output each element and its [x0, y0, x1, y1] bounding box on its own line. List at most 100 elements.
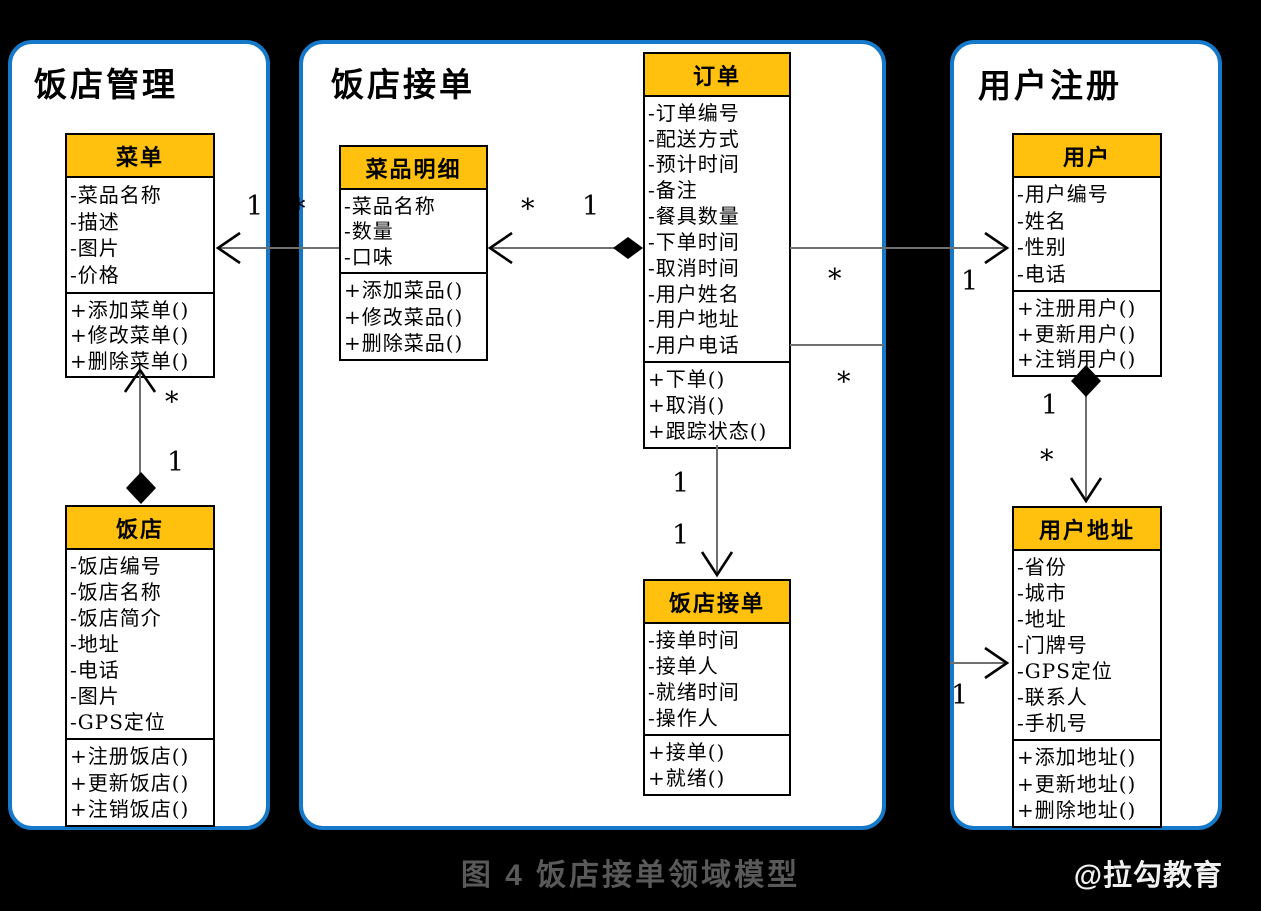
class-member: +接单()	[648, 740, 726, 764]
class-member: -接单时间	[648, 628, 740, 652]
class-user-address-attributes: -省份-城市-地址-门牌号-GPS定位-联系人-手机号	[1014, 551, 1160, 741]
class-member: -省份	[1017, 555, 1067, 579]
class-member: +取消()	[648, 393, 726, 417]
class-member: +跟踪状态()	[648, 419, 768, 443]
class-order: 订单 -订单编号-配送方式-预计时间-备注-餐具数量-下单时间-取消时间-用户姓…	[643, 52, 791, 449]
class-member: -门牌号	[1017, 633, 1088, 657]
class-dish-detail-title: 菜品明细	[341, 147, 486, 190]
class-member: -下单时间	[648, 229, 740, 254]
multiplicity-detail-to-menu-near-detail: *	[292, 194, 306, 225]
class-restaurant-attributes: -饭店编号-饭店名称-饭店简介-地址-电话-图片-GPS定位	[67, 550, 213, 740]
multiplicity-order-to-detail-near-detail: *	[521, 194, 535, 225]
multiplicity-restaurant-to-menu-near-restaurant: 1	[167, 447, 185, 478]
multiplicity-order-to-accept-lower: 1	[672, 520, 690, 551]
multiplicity-order-to-user-near-order: *	[828, 264, 842, 295]
class-member: +添加菜品()	[344, 278, 464, 303]
package-title-restaurant-management: 饭店管理	[34, 66, 178, 103]
class-member: +删除菜单()	[70, 348, 190, 373]
class-member: -操作人	[648, 706, 719, 730]
class-order-methods: +下单()+取消()+跟踪状态()	[645, 363, 789, 447]
class-dish-detail: 菜品明细 -菜品名称-数量-口味 +添加菜品()+修改菜品()+删除菜品()	[339, 145, 488, 361]
class-member: -联系人	[1017, 685, 1088, 709]
class-member: +添加菜单()	[70, 297, 190, 322]
multiplicity-order-to-address-near-order: *	[837, 367, 851, 398]
class-order-attributes: -订单编号-配送方式-预计时间-备注-餐具数量-下单时间-取消时间-用户姓名-用…	[645, 97, 789, 363]
class-order-accept-attributes: -接单时间-接单人-就绪时间-操作人	[645, 624, 789, 736]
class-member: -用户姓名	[648, 281, 740, 306]
class-restaurant-methods: +注册饭店()+更新饭店()+注销饭店()	[67, 740, 213, 825]
class-dish-detail-methods: +添加菜品()+修改菜品()+删除菜品()	[341, 274, 486, 359]
class-user-methods: +注册用户()+更新用户()+注销用户()	[1014, 292, 1160, 375]
class-member: -备注	[648, 178, 698, 203]
class-restaurant-title: 饭店	[67, 507, 213, 550]
class-member: -图片	[70, 236, 120, 261]
class-member: -用户电话	[648, 333, 740, 358]
class-member: +注册饭店()	[70, 744, 190, 769]
class-member: -电话	[1017, 261, 1067, 286]
multiplicity-order-to-detail-near-order: 1	[582, 191, 600, 222]
class-member: +注册用户()	[1017, 295, 1137, 320]
class-member: -数量	[344, 219, 394, 243]
watermark: @拉勾教育	[1073, 860, 1223, 892]
class-menu-methods: +添加菜单()+修改菜单()+删除菜单()	[67, 294, 213, 376]
class-member: -地址	[1017, 607, 1067, 631]
class-order-accept-title: 饭店接单	[645, 581, 789, 624]
class-member: -城市	[1017, 581, 1067, 605]
class-restaurant: 饭店 -饭店编号-饭店名称-饭店简介-地址-电话-图片-GPS定位 +注册饭店(…	[65, 505, 215, 827]
class-member: -配送方式	[648, 126, 740, 151]
multiplicity-order-to-accept-upper: 1	[672, 468, 690, 499]
class-member: +更新地址()	[1017, 771, 1137, 796]
class-member: -性别	[1017, 235, 1067, 260]
class-order-accept-methods: +接单()+就绪()	[645, 736, 789, 794]
multiplicity-user-to-address-near-address: *	[1040, 445, 1054, 476]
class-user: 用户 -用户编号-姓名-性别-电话 +注册用户()+更新用户()+注销用户()	[1012, 133, 1162, 377]
class-member: -GPS定位	[1017, 659, 1113, 683]
class-member: -饭店名称	[70, 580, 162, 604]
class-member: +下单()	[648, 367, 726, 391]
class-member: +修改菜单()	[70, 323, 190, 347]
class-member: +注销饭店()	[70, 796, 190, 821]
multiplicity-order-to-address-near-address: 1	[951, 680, 969, 711]
class-menu: 菜单 -菜品名称-描述-图片-价格 +添加菜单()+修改菜单()+删除菜单()	[65, 133, 215, 378]
class-member: -饭店编号	[70, 554, 162, 578]
class-member: +添加地址()	[1017, 745, 1137, 770]
class-member: -姓名	[1017, 208, 1067, 233]
class-member: -地址	[70, 632, 120, 656]
class-member: -用户地址	[648, 307, 740, 332]
class-user-address-methods: +添加地址()+更新地址()+删除地址()	[1014, 741, 1160, 826]
class-member: +删除菜品()	[344, 330, 464, 355]
class-member: -接单人	[648, 654, 719, 678]
figure-caption: 图 4 饭店接单领域模型	[460, 859, 801, 892]
class-menu-attributes: -菜品名称-描述-图片-价格	[67, 178, 213, 294]
class-member: -手机号	[1017, 711, 1088, 735]
class-member: +更新饭店()	[70, 770, 190, 795]
class-user-title: 用户	[1014, 135, 1160, 178]
class-member: +就绪()	[648, 766, 726, 790]
class-member: +删除地址()	[1017, 797, 1137, 822]
class-order-accept: 饭店接单 -接单时间-接单人-就绪时间-操作人 +接单()+就绪()	[643, 579, 791, 796]
class-member: -订单编号	[648, 100, 740, 125]
class-user-address: 用户地址 -省份-城市-地址-门牌号-GPS定位-联系人-手机号 +添加地址()…	[1012, 506, 1162, 828]
multiplicity-order-to-user-near-user: 1	[961, 266, 979, 297]
class-order-title: 订单	[645, 54, 789, 97]
class-member: +更新用户()	[1017, 321, 1137, 346]
class-member: -预计时间	[648, 152, 740, 177]
package-title-user-registration: 用户注册	[978, 67, 1122, 104]
class-member: +修改菜品()	[344, 304, 464, 329]
class-menu-title: 菜单	[67, 135, 213, 178]
class-dish-detail-attributes: -菜品名称-数量-口味	[341, 190, 486, 274]
class-member: -菜品名称	[344, 193, 436, 218]
class-member: -饭店简介	[70, 606, 162, 630]
multiplicity-user-to-address-near-user: 1	[1041, 390, 1059, 421]
class-member: -取消时间	[648, 255, 740, 280]
class-user-attributes: -用户编号-姓名-性别-电话	[1014, 178, 1160, 292]
class-user-address-title: 用户地址	[1014, 508, 1160, 551]
class-member: -价格	[70, 263, 120, 288]
class-member: -菜品名称	[70, 182, 162, 207]
package-title-restaurant-order-taking: 饭店接单	[331, 66, 475, 103]
class-member: -图片	[70, 684, 120, 708]
class-member: -就绪时间	[648, 680, 740, 704]
class-member: +注销用户()	[1017, 347, 1137, 372]
multiplicity-detail-to-menu-near-menu: 1	[246, 191, 264, 222]
